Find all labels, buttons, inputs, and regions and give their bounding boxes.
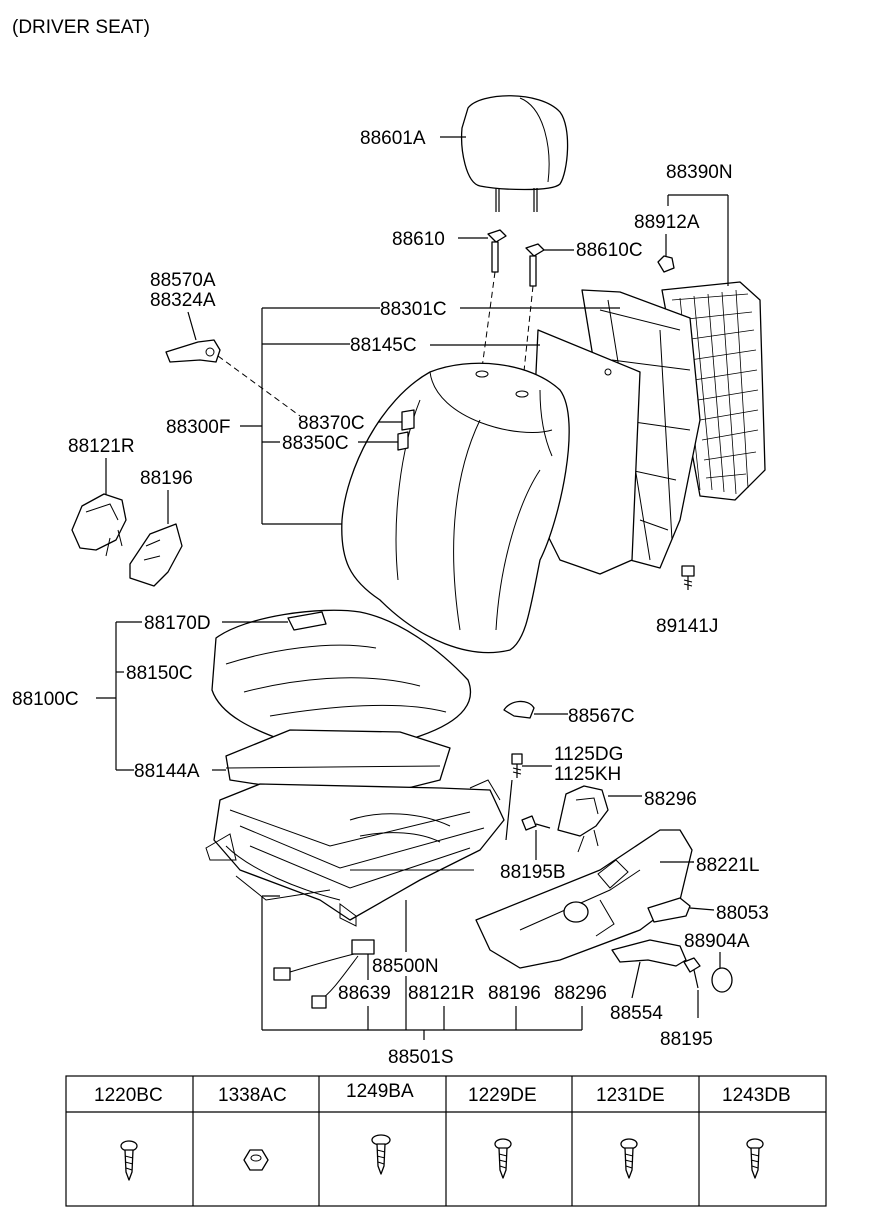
label-88150c: 88150C <box>126 663 193 684</box>
seat-pad <box>225 729 451 801</box>
label-88390n: 88390N <box>666 162 733 183</box>
label-88145c: 88145C <box>350 335 417 356</box>
label-88053: 88053 <box>716 903 769 924</box>
seatback-cushion <box>341 362 570 654</box>
label-88121r: 88121R <box>68 436 135 457</box>
headrest <box>460 95 569 212</box>
label-88196-lower: 88196 <box>488 983 541 1004</box>
label-88610c: 88610C <box>576 240 643 261</box>
headrest-guide-left <box>487 229 507 273</box>
label-88904a: 88904A <box>684 931 750 952</box>
cover-88196 <box>129 523 183 587</box>
table-header-1229de: 1229DE <box>468 1085 537 1106</box>
label-88912a: 88912A <box>634 212 700 233</box>
label-88195: 88195 <box>660 1029 713 1050</box>
wiring-harness-88639 <box>273 939 375 1009</box>
label-88121r-lower: 88121R <box>408 983 475 1004</box>
lever-88554 <box>611 939 687 967</box>
screw-icon <box>620 1138 638 1179</box>
fastener-table: 1220BC 1338AC 1249BA 1229DE 1231DE 1243D… <box>65 1075 827 1207</box>
screw-icon <box>746 1138 764 1179</box>
screw-icon <box>371 1134 391 1175</box>
label-88300f: 88300F <box>166 417 230 438</box>
cover-88121r <box>71 493 127 557</box>
label-88370c: 88370C <box>298 413 365 434</box>
clip-88370c <box>397 409 415 451</box>
table-header-1231de: 1231DE <box>596 1085 665 1106</box>
label-89141j: 89141J <box>656 616 718 637</box>
table-header-1220bc: 1220BC <box>94 1085 163 1106</box>
label-88170d: 88170D <box>144 613 211 634</box>
cap-88904a <box>711 967 733 993</box>
label-88144a: 88144A <box>134 761 200 782</box>
diagram-title: (DRIVER SEAT) <box>12 17 150 38</box>
label-1125dg: 1125DG <box>554 744 623 765</box>
label-88601a: 88601A <box>360 128 426 149</box>
table-header-1243db: 1243DB <box>722 1085 791 1106</box>
clip-88912a <box>657 255 675 273</box>
label-88554: 88554 <box>610 1003 663 1024</box>
screw-icon <box>120 1140 138 1181</box>
knob-88053 <box>647 897 691 923</box>
label-88301c: 88301C <box>380 299 447 320</box>
label-88350c: 88350C <box>282 433 349 454</box>
label-88567c: 88567C <box>568 706 635 727</box>
bolt-89141j <box>681 565 695 590</box>
headrest-guide-right <box>525 243 545 287</box>
label-88500n: 88500N <box>372 956 439 977</box>
label-1125kh: 1125KH <box>554 764 621 785</box>
label-88196: 88196 <box>140 468 193 489</box>
label-88195b: 88195B <box>500 862 566 883</box>
bolt-1125dg <box>511 753 523 778</box>
screw-88195 <box>683 957 701 989</box>
label-88221l: 88221L <box>696 855 759 876</box>
table-header-1338ac: 1338AC <box>218 1085 287 1106</box>
label-88501s: 88501S <box>388 1047 454 1068</box>
lever-88570a <box>165 339 221 363</box>
label-88296-lower: 88296 <box>554 983 607 1004</box>
label-88610: 88610 <box>392 229 445 250</box>
label-88296: 88296 <box>644 789 697 810</box>
clip-88567c <box>503 700 535 719</box>
label-88100c: 88100C <box>12 689 79 710</box>
seat-cushion <box>211 609 472 754</box>
table-header-1249ba: 1249BA <box>346 1081 414 1102</box>
label-88639: 88639 <box>338 983 391 1004</box>
nut-icon <box>243 1149 269 1171</box>
bracket-88296 <box>557 785 609 853</box>
screw-88195b <box>521 815 551 831</box>
screw-icon <box>494 1138 512 1179</box>
label-88570a: 88570A <box>150 270 216 291</box>
seat-track-frame <box>205 779 505 927</box>
seatback-frame <box>581 281 766 569</box>
label-88324a: 88324A <box>150 290 216 311</box>
